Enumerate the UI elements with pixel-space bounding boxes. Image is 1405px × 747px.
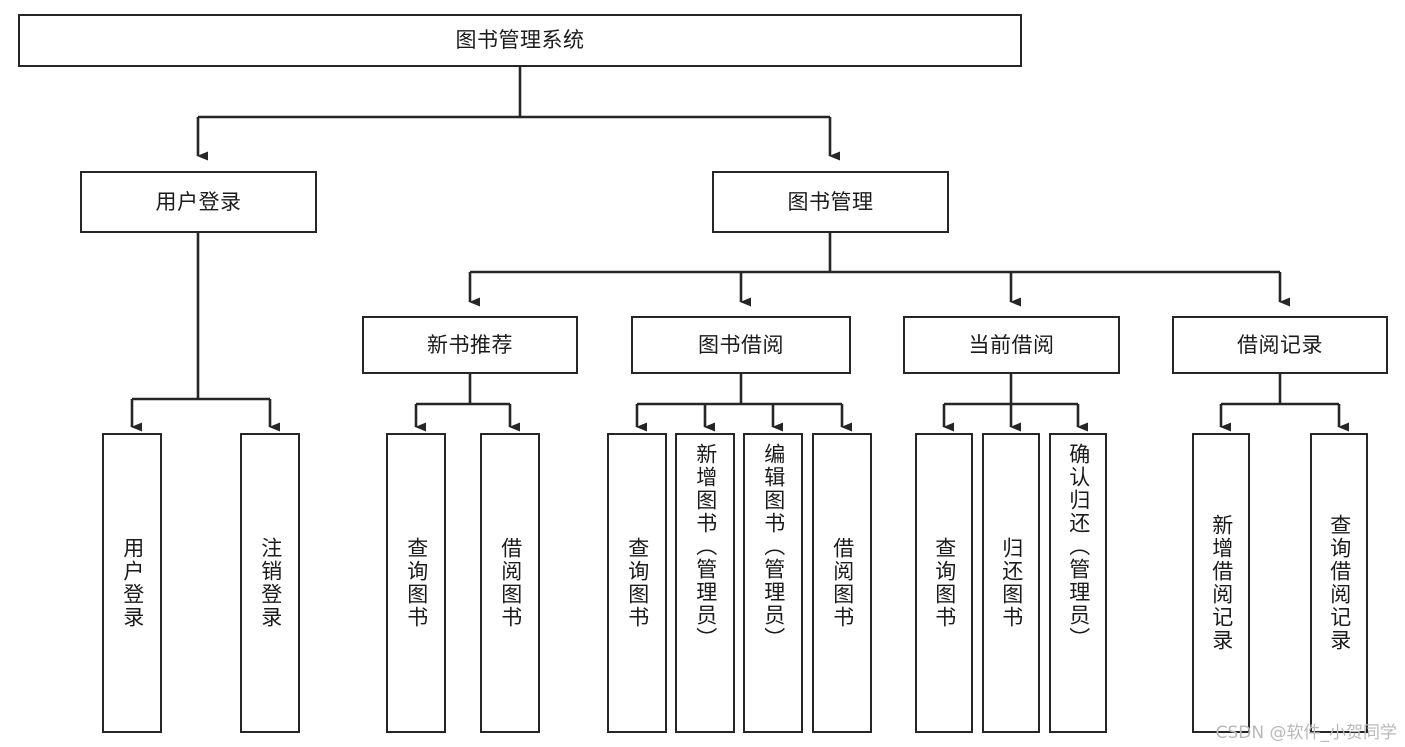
node-leaf-logout-label: 注销登录 [258,537,283,629]
node-book-manage[interactable]: 图书管理 [712,171,949,233]
node-leaf-query-book-1[interactable]: 查询图书 [386,433,446,733]
node-leaf-borrow-book-2-label: 借阅图书 [830,537,855,629]
node-leaf-user-login[interactable]: 用户登录 [102,433,162,733]
node-borrow-record[interactable]: 借阅记录 [1172,316,1388,374]
node-book-borrow-label: 图书借阅 [698,332,784,357]
node-leaf-return-book-label: 归还图书 [999,537,1024,629]
node-leaf-edit-book[interactable]: 编辑图书（管理员） [743,433,803,733]
node-root[interactable]: 图书管理系统 [18,14,1022,67]
node-leaf-query-book-3[interactable]: 查询图书 [915,433,973,733]
node-leaf-query-book-3-label: 查询图书 [932,537,957,629]
node-leaf-query-record-label: 查询借阅记录 [1327,514,1352,652]
node-leaf-borrow-book-1-label: 借阅图书 [498,537,523,629]
node-leaf-add-book[interactable]: 新增图书（管理员） [675,433,735,733]
node-borrow-record-label: 借阅记录 [1237,332,1323,357]
node-leaf-edit-book-label: 编辑图书（管理员） [761,443,786,650]
node-leaf-confirm-return[interactable]: 确认归还（管理员） [1049,433,1107,733]
node-current-borrow-label: 当前借阅 [968,332,1055,357]
node-leaf-user-login-label: 用户登录 [120,537,145,629]
node-user-login-label: 用户登录 [155,189,242,214]
node-leaf-query-book-2[interactable]: 查询图书 [607,433,667,733]
node-leaf-query-book-1-label: 查询图书 [404,537,429,629]
node-user-login[interactable]: 用户登录 [80,171,317,233]
node-current-borrow[interactable]: 当前借阅 [903,316,1120,374]
node-leaf-add-record-label: 新增借阅记录 [1209,514,1234,652]
node-leaf-borrow-book-1[interactable]: 借阅图书 [480,433,540,733]
node-leaf-return-book[interactable]: 归还图书 [982,433,1040,733]
node-book-manage-label: 图书管理 [787,189,874,214]
node-new-book-recommend-label: 新书推荐 [427,332,513,357]
node-leaf-borrow-book-2[interactable]: 借阅图书 [812,433,872,733]
node-leaf-logout[interactable]: 注销登录 [240,433,300,733]
node-book-borrow[interactable]: 图书借阅 [631,316,851,374]
csdn-watermark: CSDN @软件_小贺同学 [1215,723,1397,743]
node-root-label: 图书管理系统 [455,28,585,53]
node-leaf-add-book-label: 新增图书（管理员） [693,443,718,650]
node-leaf-add-record[interactable]: 新增借阅记录 [1192,433,1250,733]
node-leaf-query-record[interactable]: 查询借阅记录 [1310,433,1368,733]
node-leaf-query-book-2-label: 查询图书 [625,537,650,629]
node-leaf-confirm-return-label: 确认归还（管理员） [1066,443,1091,650]
node-new-book-recommend[interactable]: 新书推荐 [362,316,578,374]
